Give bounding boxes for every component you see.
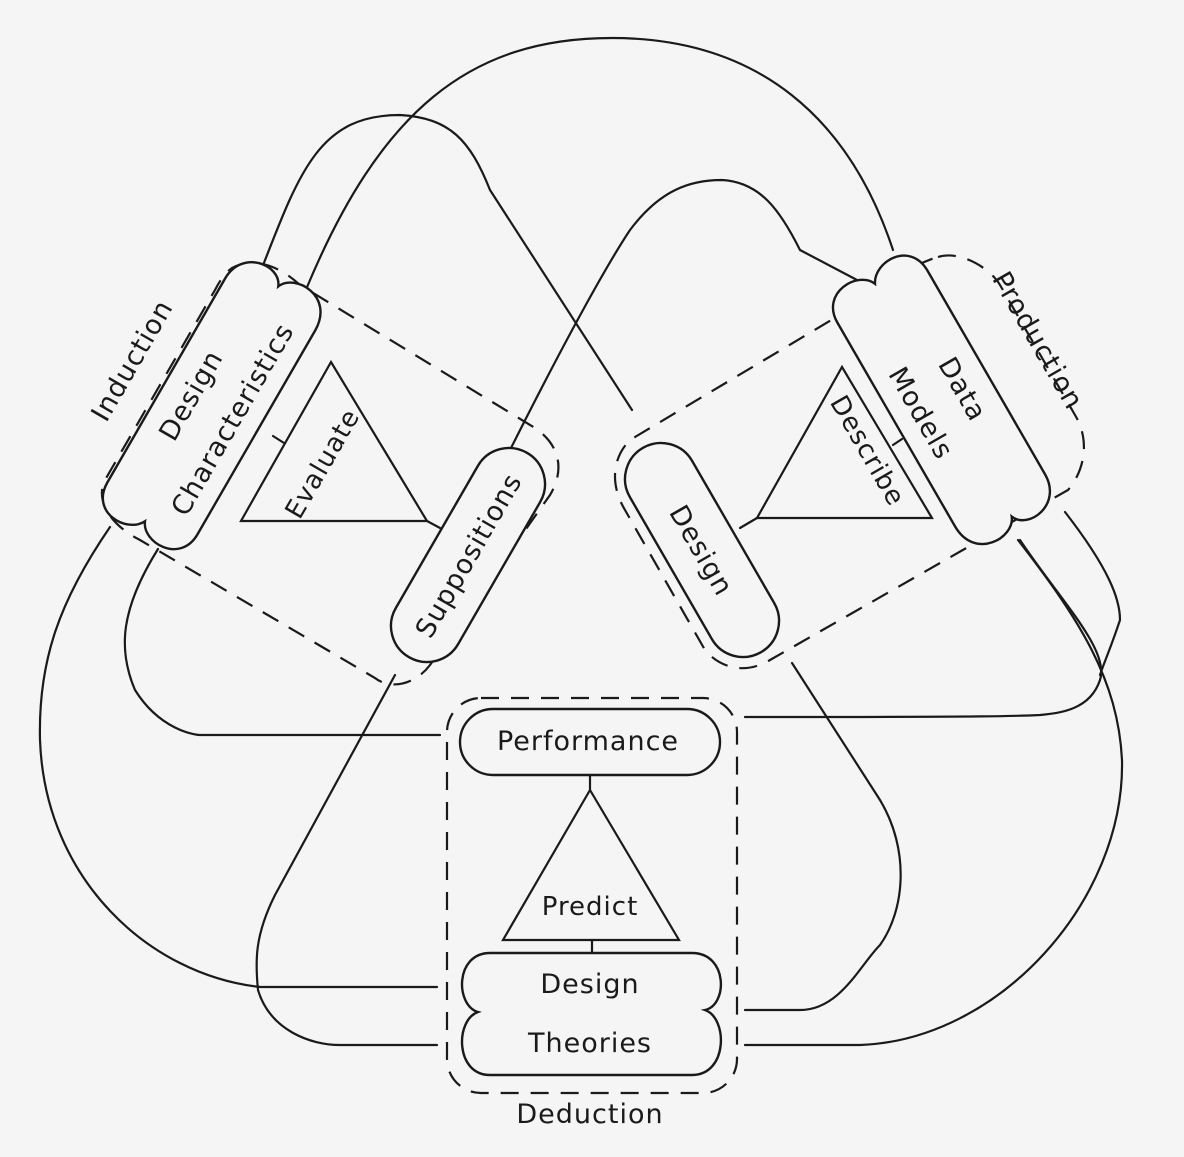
evaluate-connector-pill [425,519,442,530]
performance-label: Performance [497,726,679,757]
describe-connector-cloud [891,437,904,447]
design-characteristics-cloud[interactable] [93,250,331,559]
deduction-group: Performance Predict Design Theories Dedu… [458,707,723,1130]
production-boundary [613,254,1086,670]
evaluate-triangle [239,359,429,523]
describe-connector-pill [738,516,759,530]
production-group: Data Models Describe Design Production [612,246,1090,670]
design-pill[interactable] [612,430,792,670]
connector-curves [38,36,1124,1047]
curve-left-inner [123,547,442,737]
describe-triangle [755,364,934,520]
deduction-boundary [445,696,739,1095]
curve-right-outer [743,510,1124,1047]
evaluate-connector-cloud [271,434,286,445]
curve-suppositions-down [255,673,439,1047]
induction-group: Design Characteristics Evaluate Supposit… [85,250,558,675]
curve-right-inner [743,538,1103,719]
design-theories-cloud[interactable] [460,951,723,1077]
production-label: Production [986,266,1090,415]
curve-top-outer-arc [303,36,895,294]
curve-top-right-arc [465,178,859,522]
suppositions-pill[interactable] [378,435,558,675]
predict-label: Predict [542,892,639,922]
design-theories-line2: Theories [527,1028,652,1059]
curve-top-left-arc [260,113,634,412]
curve-left-outer [38,525,439,989]
curve-design-down [743,661,902,1012]
data-models-cloud[interactable] [823,246,1061,555]
deduction-label: Deduction [516,1099,663,1130]
design-theories-line1: Design [540,969,639,1000]
